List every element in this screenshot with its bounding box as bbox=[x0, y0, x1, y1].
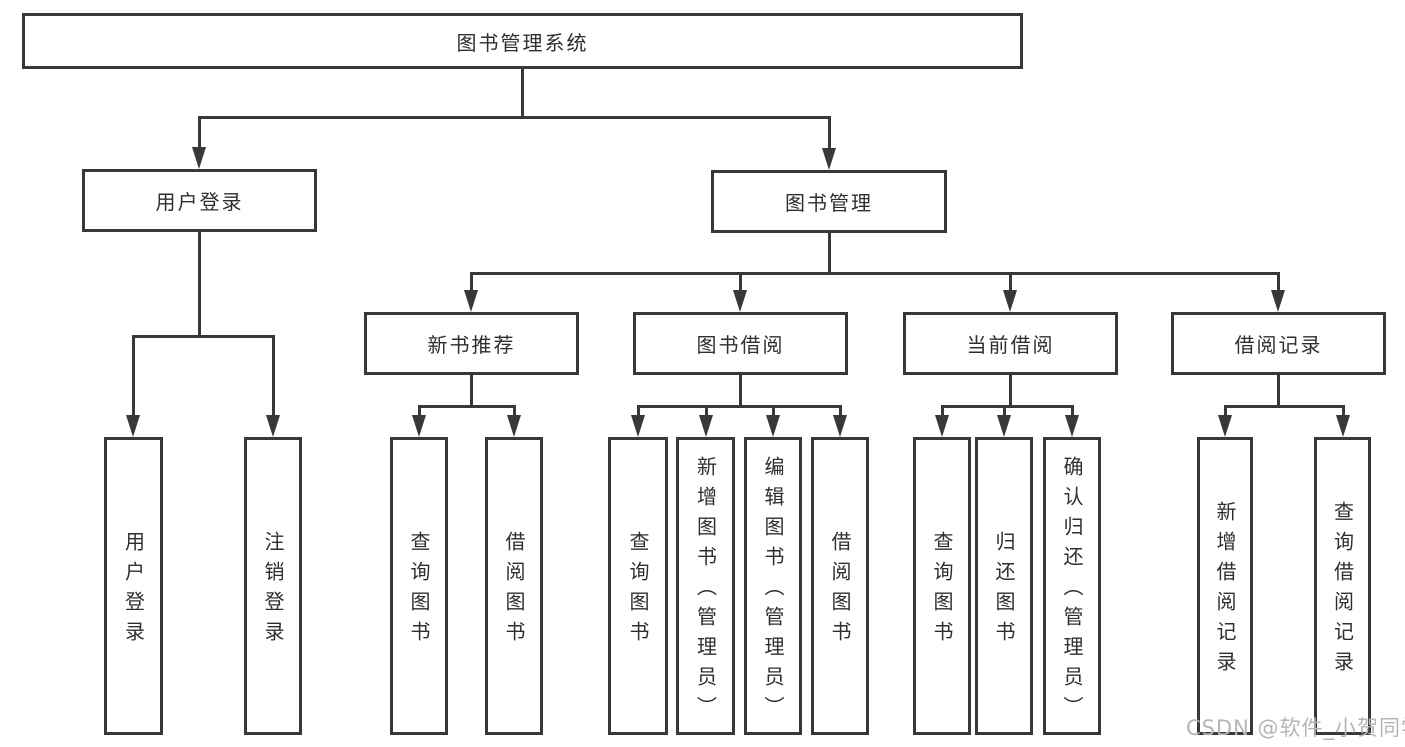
leaf-query-books-current: 查询图书 bbox=[913, 437, 971, 735]
connector-borrowing-records-bar bbox=[1223, 404, 1345, 408]
node-label: 查询图书 bbox=[407, 531, 431, 651]
connector-stem-leaf bbox=[512, 406, 516, 415]
leaf-borrow-books-borrowing: 借阅图书 bbox=[811, 437, 869, 735]
node-label: 新增图书（管理员） bbox=[693, 456, 718, 726]
connector-stem-leaf bbox=[636, 406, 640, 415]
leaf-add-borrow-record: 新增借阅记录 bbox=[1197, 437, 1253, 735]
node-label: 查询图书 bbox=[626, 531, 650, 651]
leaf-add-book-admin: 新增图书（管理员） bbox=[676, 437, 735, 735]
connector-stem-book-borrowing bbox=[738, 273, 742, 290]
node-label: 借阅图书 bbox=[828, 531, 852, 651]
node-library-management-system: 图书管理系统 bbox=[22, 13, 1023, 69]
connector-stem-leaf bbox=[1341, 406, 1345, 415]
node-label: 用户登录 bbox=[155, 190, 244, 214]
connector-stem-leaf-user-login bbox=[131, 336, 135, 415]
connector-root-bar bbox=[197, 115, 831, 119]
arrow-down-icon bbox=[1065, 415, 1079, 437]
connector-stem-new-book bbox=[469, 273, 473, 290]
arrow-down-icon bbox=[1003, 290, 1017, 312]
node-label: 借阅记录 bbox=[1234, 333, 1323, 357]
connector-user-login-stem bbox=[197, 232, 201, 336]
leaf-logout: 注销登录 bbox=[244, 437, 302, 735]
arrow-down-icon bbox=[412, 415, 426, 437]
connector-borrowing-records-stem bbox=[1276, 375, 1280, 406]
node-label: 注销登录 bbox=[261, 531, 285, 651]
node-label: 图书管理 bbox=[785, 191, 873, 215]
connector-stem-book-management bbox=[827, 117, 831, 148]
connector-stem-user-login bbox=[197, 117, 201, 147]
node-label: 借阅图书 bbox=[502, 531, 526, 651]
connector-stem-leaf bbox=[940, 406, 944, 415]
arrow-down-icon bbox=[507, 415, 521, 437]
connector-root-stem bbox=[520, 69, 524, 117]
leaf-query-books-new: 查询图书 bbox=[390, 437, 448, 735]
node-label: 新书推荐 bbox=[427, 333, 516, 357]
node-label: 确认归还（管理员） bbox=[1060, 456, 1084, 726]
leaf-user-login: 用户登录 bbox=[104, 437, 163, 735]
arrow-down-icon bbox=[1218, 415, 1232, 437]
node-book-borrowing: 图书借阅 bbox=[633, 312, 848, 375]
arrow-down-icon bbox=[822, 148, 836, 170]
arrow-down-icon bbox=[699, 415, 713, 437]
arrow-down-icon bbox=[1336, 415, 1350, 437]
node-label: 当前借阅 bbox=[966, 333, 1055, 357]
connector-current-borrowing-stem bbox=[1008, 375, 1012, 406]
connector-stem-leaf-logout bbox=[271, 336, 275, 415]
connector-book-borrowing-stem bbox=[738, 375, 742, 406]
arrow-down-icon bbox=[1271, 290, 1285, 312]
node-user-login: 用户登录 bbox=[82, 169, 317, 232]
leaf-return-books: 归还图书 bbox=[975, 437, 1033, 735]
connector-stem-leaf bbox=[838, 406, 842, 415]
arrow-down-icon bbox=[766, 415, 780, 437]
connector-stem-leaf bbox=[704, 406, 708, 415]
connector-stem-leaf bbox=[771, 406, 775, 415]
leaf-query-borrow-record: 查询借阅记录 bbox=[1314, 437, 1371, 735]
arrow-down-icon bbox=[935, 415, 949, 437]
arrow-down-icon bbox=[833, 415, 847, 437]
leaf-confirm-return-admin: 确认归还（管理员） bbox=[1043, 437, 1101, 735]
leaf-query-books-borrowing: 查询图书 bbox=[608, 437, 668, 735]
connector-user-login-bar bbox=[131, 334, 275, 338]
arrow-down-icon bbox=[192, 147, 206, 169]
node-label: 图书管理系统 bbox=[456, 30, 589, 55]
connector-stem-leaf bbox=[1070, 406, 1074, 415]
node-label: 图书借阅 bbox=[696, 333, 785, 357]
node-label: 查询图书 bbox=[930, 531, 954, 651]
connector-stem-leaf bbox=[1223, 406, 1227, 415]
leaf-edit-book-admin: 编辑图书（管理员） bbox=[744, 437, 802, 735]
connector-new-book-stem bbox=[469, 375, 473, 406]
arrow-down-icon bbox=[464, 290, 478, 312]
node-label: 编辑图书（管理员） bbox=[761, 456, 785, 726]
node-label: 查询借阅记录 bbox=[1330, 501, 1355, 681]
node-label: 归还图书 bbox=[992, 531, 1016, 651]
leaf-borrow-books-new: 借阅图书 bbox=[485, 437, 543, 735]
arrow-down-icon bbox=[997, 415, 1011, 437]
arrow-down-icon bbox=[126, 415, 140, 437]
arrow-down-icon bbox=[733, 290, 747, 312]
node-new-book-recommendation: 新书推荐 bbox=[364, 312, 579, 375]
connector-stem-borrowing-records bbox=[1276, 273, 1280, 290]
csdn-watermark: CSDN @软件_小贺同学 bbox=[1186, 716, 1405, 740]
node-label: 用户登录 bbox=[121, 531, 146, 651]
node-label: 新增借阅记录 bbox=[1213, 501, 1237, 681]
arrow-down-icon bbox=[631, 415, 645, 437]
node-book-management: 图书管理 bbox=[711, 170, 947, 233]
connector-current-borrowing-bar bbox=[940, 404, 1074, 408]
connector-stem-current-borrowing bbox=[1008, 273, 1012, 290]
connector-book-management-stem bbox=[827, 233, 831, 273]
node-borrowing-records: 借阅记录 bbox=[1171, 312, 1386, 375]
connector-book-borrowing-bar bbox=[636, 404, 842, 408]
connector-new-book-bar bbox=[417, 404, 516, 408]
connector-stem-leaf bbox=[1002, 406, 1006, 415]
connector-book-management-bar bbox=[469, 271, 1280, 275]
arrow-down-icon bbox=[266, 415, 280, 437]
node-current-borrowing: 当前借阅 bbox=[903, 312, 1118, 375]
connector-stem-leaf bbox=[417, 406, 421, 415]
